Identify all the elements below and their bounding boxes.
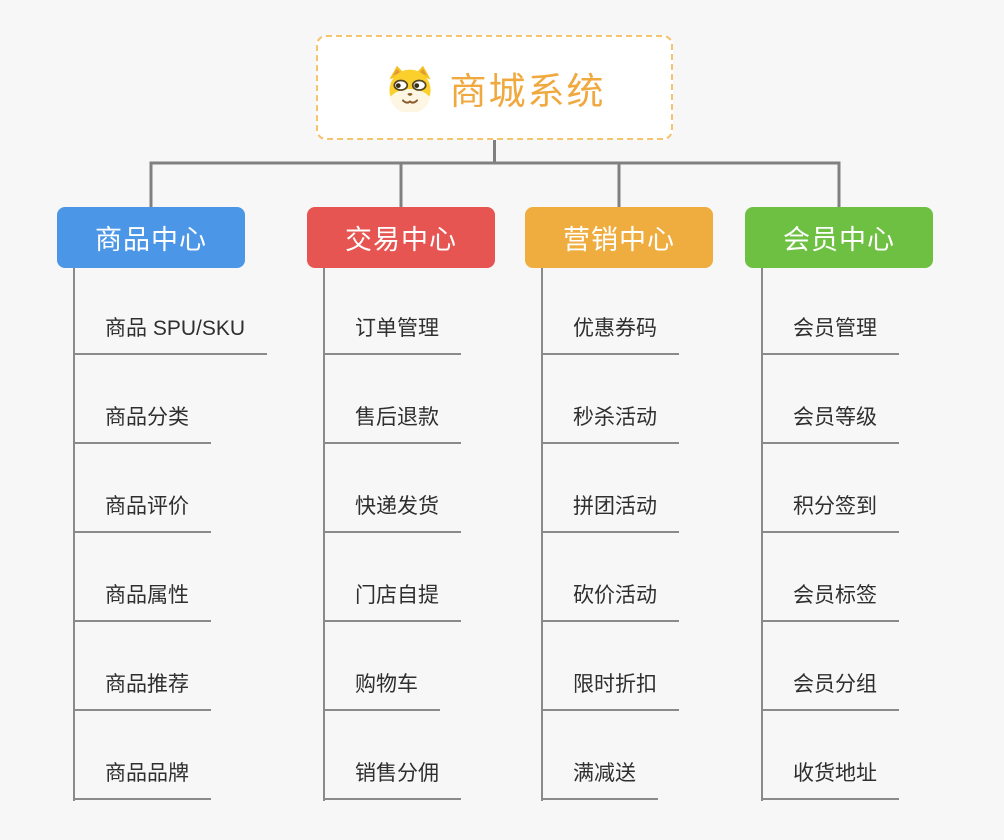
leaf-item[interactable]: 砍价活动	[541, 582, 679, 622]
leaf-item[interactable]: 销售分佣	[323, 760, 461, 800]
leaf-item[interactable]: 售后退款	[323, 404, 461, 444]
leaf-item[interactable]: 商品评价	[73, 493, 211, 533]
leaf-column-marketing: 优惠券码秒杀活动拼团活动砍价活动限时折扣满减送	[541, 268, 781, 808]
leaf-item[interactable]: 满减送	[541, 760, 658, 800]
leaf-item[interactable]: 商品品牌	[73, 760, 211, 800]
leaf-item[interactable]: 会员等级	[761, 404, 899, 444]
leaf-item[interactable]: 会员标签	[761, 582, 899, 622]
leaf-item[interactable]: 商品属性	[73, 582, 211, 622]
leaf-item[interactable]: 优惠券码	[541, 315, 679, 355]
branch-header-member[interactable]: 会员中心	[745, 207, 933, 268]
leaf-item[interactable]: 购物车	[323, 671, 440, 711]
leaf-item[interactable]: 商品推荐	[73, 671, 211, 711]
leaf-item[interactable]: 订单管理	[323, 315, 461, 355]
root-title: 商城系统	[449, 70, 606, 112]
branch-header-product[interactable]: 商品中心	[57, 207, 245, 268]
branch-header-trade[interactable]: 交易中心	[307, 207, 495, 268]
branch-header-marketing[interactable]: 营销中心	[525, 207, 713, 268]
root-node[interactable]: 商城系统	[316, 35, 673, 140]
leaf-item[interactable]: 收货地址	[761, 760, 899, 800]
leaf-item[interactable]: 门店自提	[323, 582, 461, 622]
leaf-item[interactable]: 会员管理	[761, 315, 899, 355]
leaf-column-trade: 订单管理售后退款快递发货门店自提购物车销售分佣	[323, 268, 563, 808]
leaf-column-member: 会员管理会员等级积分签到会员标签会员分组收货地址	[761, 268, 1001, 808]
leaf-item[interactable]: 快递发货	[323, 493, 461, 533]
leaf-item[interactable]: 秒杀活动	[541, 404, 679, 444]
leaf-item[interactable]: 商品 SPU/SKU	[73, 315, 268, 355]
leaf-item[interactable]: 限时折扣	[541, 671, 679, 711]
leaf-item[interactable]: 商品分类	[73, 404, 211, 444]
leaf-item[interactable]: 会员分组	[761, 671, 899, 711]
dog-face-icon	[388, 65, 431, 112]
leaf-item[interactable]: 拼团活动	[541, 493, 679, 533]
leaf-column-product: 商品 SPU/SKU 商品分类商品评价商品属性商品推荐商品品牌	[73, 268, 313, 808]
leaf-item[interactable]: 积分签到	[761, 493, 899, 533]
